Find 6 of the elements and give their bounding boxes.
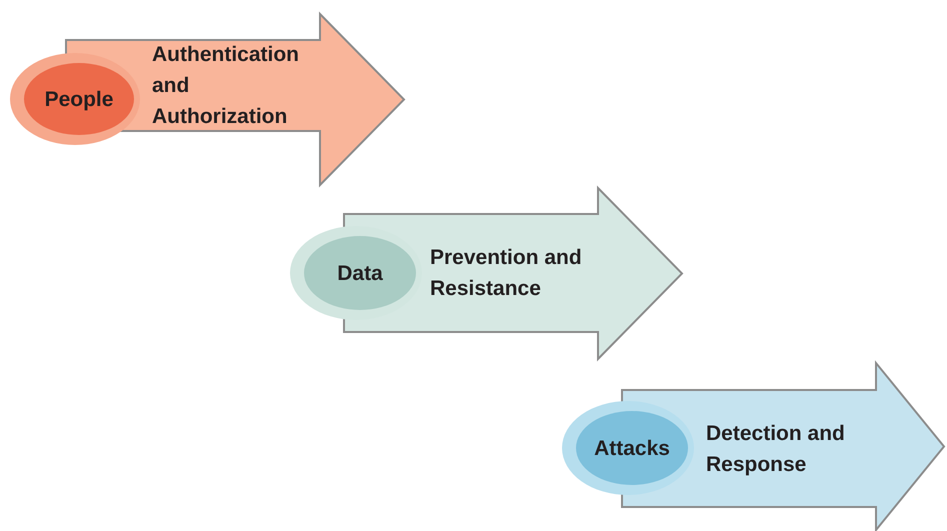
arrow-label: Authentication and Authorization — [152, 42, 300, 130]
arrow-label: Prevention and Resistance — [430, 245, 583, 302]
badge-label: Data — [337, 260, 383, 286]
arrow-label: Detection and Response — [706, 420, 846, 478]
badge-label: Attacks — [594, 436, 670, 462]
badge-label: People — [44, 86, 114, 112]
